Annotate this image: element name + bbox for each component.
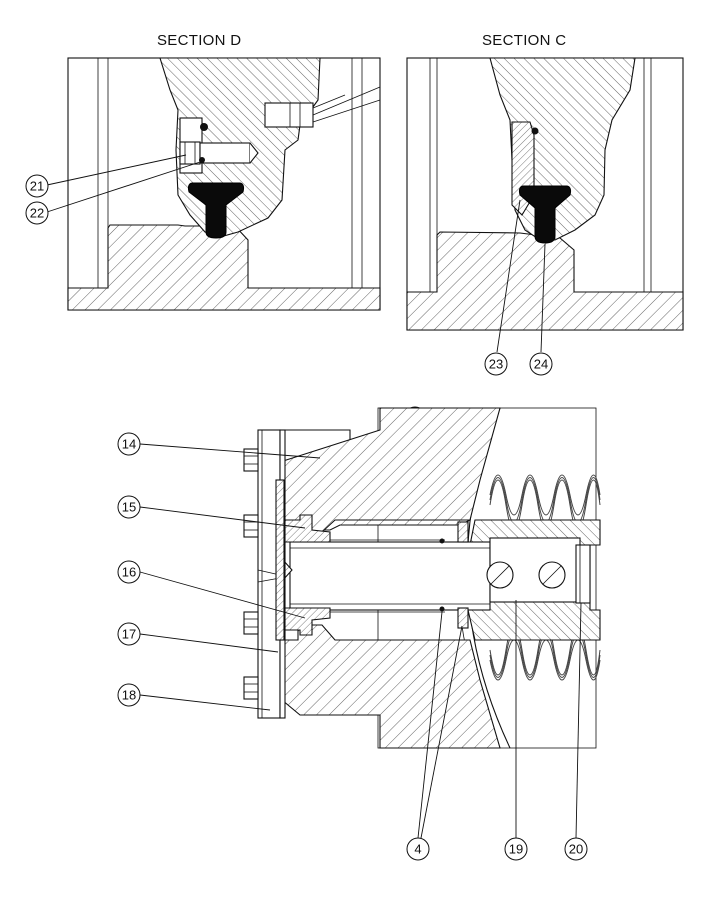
section-d-view [67,57,381,311]
callout-17: 17 [117,622,279,653]
section-c-title: SECTION C [482,32,566,49]
callout-15-label: 15 [122,500,136,515]
main-section: 14 15 16 17 18 4 [117,406,601,861]
callout-20: 20 [564,602,588,861]
callout-17-label: 17 [122,627,136,642]
callout-4-label: 4 [414,842,421,857]
shaft [289,541,491,611]
callout-14: 14 [117,432,321,459]
callout-18-label: 18 [122,688,136,703]
callout-14-label: 14 [122,437,136,452]
callout-24: 24 [529,243,553,376]
callout-22-label: 22 [30,206,44,221]
callout-19: 19 [504,600,528,861]
callout-4: 4 [406,611,463,861]
callout-18: 18 [117,683,271,711]
callout-23: 23 [484,199,521,376]
section-c: SECTION C 23 24 [406,32,684,376]
callout-21-label: 21 [30,179,44,194]
callout-21: 21 [25,154,187,198]
callout-24-label: 24 [534,357,548,372]
callout-20-label: 20 [569,842,583,857]
callout-15: 15 [117,495,306,529]
section-d-title: SECTION D [157,32,241,49]
section-d: SECTION D [25,32,381,311]
callout-16: 16 [117,560,306,619]
callout-19-label: 19 [509,842,523,857]
callout-16-label: 16 [122,565,136,580]
callout-23-label: 23 [489,357,503,372]
bolt-heads [243,448,259,700]
callout-22: 22 [25,161,201,225]
section-c-view [406,57,684,331]
